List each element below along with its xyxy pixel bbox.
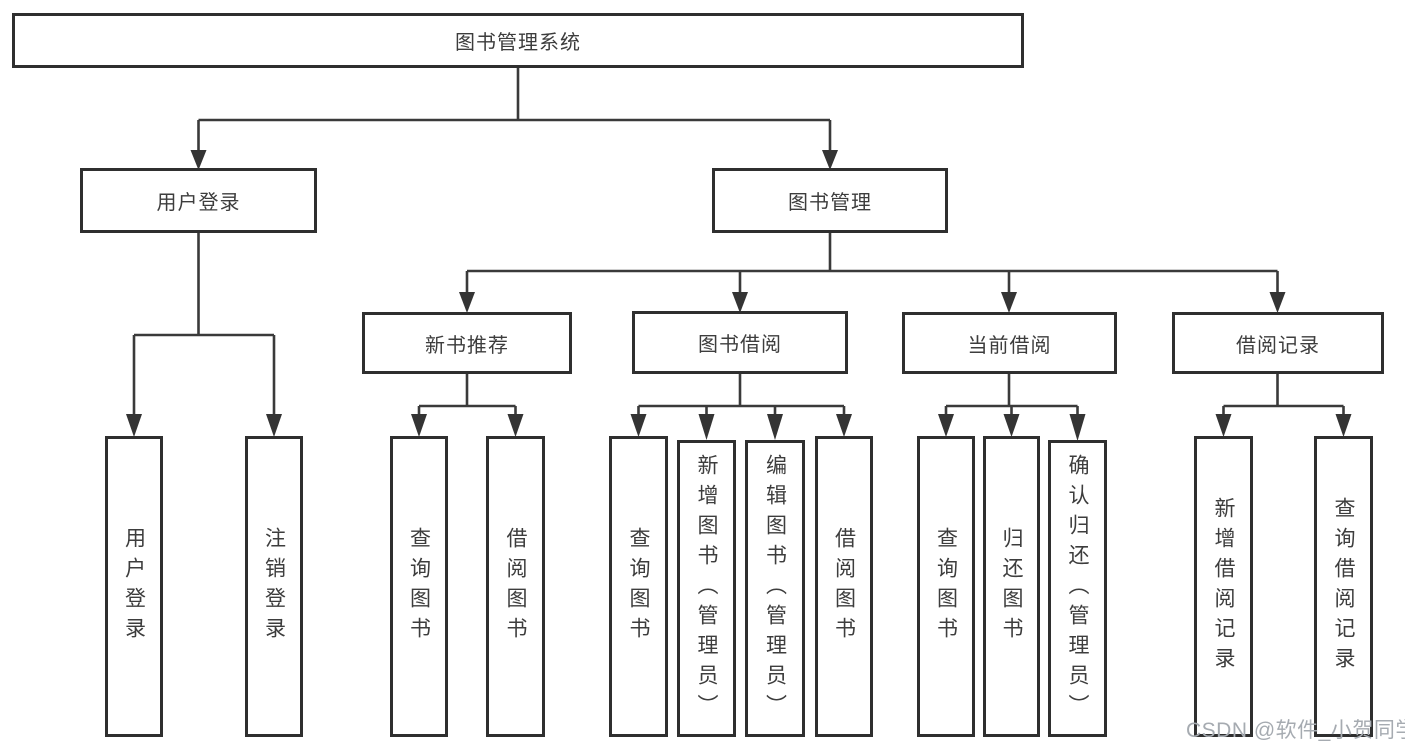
- node-book-borrow: 图书借阅: [632, 311, 848, 374]
- node-leaf-add-book-admin: 新增图书（管理员）: [677, 440, 736, 737]
- node-label: 借阅图书: [504, 526, 527, 647]
- node-book-management: 图书管理: [712, 168, 948, 233]
- node-label: 查询图书: [934, 526, 958, 647]
- node-leaf-confirm-return-admin: 确认归还（管理员）: [1048, 440, 1107, 737]
- node-label: 新增图书（管理员）: [695, 453, 718, 724]
- node-current-borrow: 当前借阅: [902, 312, 1117, 374]
- node-leaf-query-book-1: 查询图书: [390, 436, 448, 737]
- node-new-book-recommend: 新书推荐: [362, 312, 572, 374]
- node-leaf-edit-book-admin: 编辑图书（管理员）: [745, 440, 805, 737]
- node-label: 确认归还（管理员）: [1066, 453, 1089, 724]
- node-leaf-borrow-book-2: 借阅图书: [815, 436, 873, 737]
- node-borrow-records: 借阅记录: [1172, 312, 1384, 374]
- node-leaf-query-book-2: 查询图书: [609, 436, 668, 737]
- csdn-watermark: CSDN @软件_小贺同学: [1186, 719, 1405, 742]
- node-label: 新增借阅记录: [1212, 496, 1235, 677]
- node-label: 查询图书: [407, 526, 431, 647]
- node-leaf-user-login: 用户登录: [105, 436, 163, 737]
- node-root: 图书管理系统: [12, 13, 1024, 68]
- node-leaf-borrow-book-1: 借阅图书: [486, 436, 545, 737]
- node-leaf-add-borrow-record: 新增借阅记录: [1194, 436, 1253, 737]
- node-label: 用户登录: [122, 526, 146, 647]
- node-leaf-query-book-3: 查询图书: [917, 436, 975, 737]
- node-user-login: 用户登录: [80, 168, 317, 233]
- node-leaf-query-borrow-record: 查询借阅记录: [1314, 436, 1373, 737]
- node-label: 查询借阅记录: [1332, 496, 1355, 677]
- node-label: 归还图书: [1000, 526, 1023, 647]
- node-label: 查询图书: [627, 526, 650, 647]
- node-label: 借阅图书: [832, 526, 856, 647]
- node-label: 注销登录: [262, 526, 286, 647]
- node-leaf-logout: 注销登录: [245, 436, 303, 737]
- node-label: 编辑图书（管理员）: [763, 453, 787, 724]
- node-leaf-return-book: 归还图书: [983, 436, 1040, 737]
